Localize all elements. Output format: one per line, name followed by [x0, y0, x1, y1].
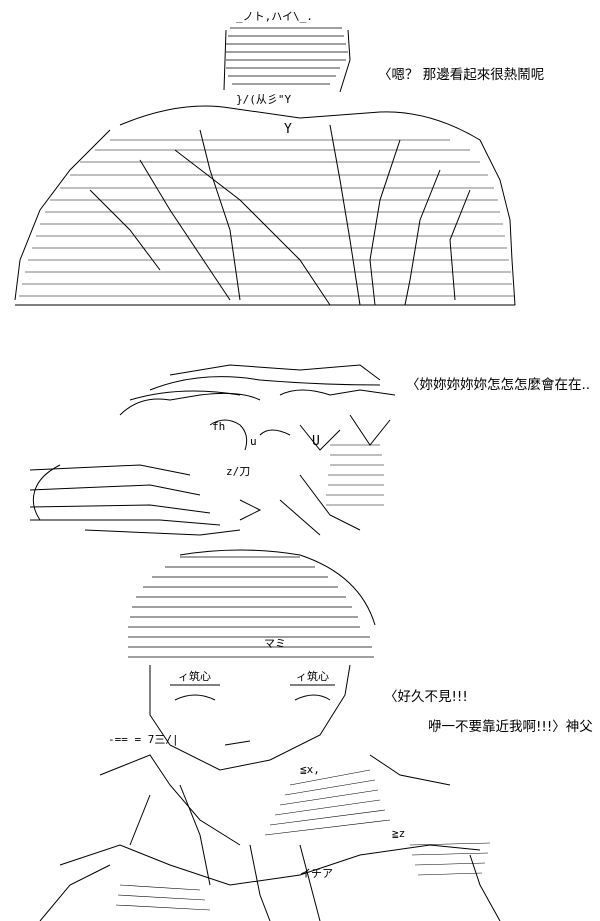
- speech-bubble-3a: 〈好久不見!!!: [384, 685, 468, 705]
- z-glyph: z/刀: [226, 465, 250, 478]
- panel-1-ascii-art: _ノト,ハイ\_. }/(从彡"Y Y: [14, 10, 516, 306]
- hand-glyphs: }/(从彡"Y: [236, 93, 291, 106]
- ge-glyphs: ≦x,: [300, 763, 320, 776]
- top-glyphs: _ノト,ハイ\_.: [236, 10, 313, 23]
- panel-3-ascii-art: ィ筑心 ィ筑心 マミ イチア -== = 7三/| ≦x, ≧z: [39, 549, 501, 921]
- speech-text-1: 〈嗯？ 那邊看起來很熱鬧呢: [378, 67, 545, 83]
- u-glyph: u: [250, 435, 257, 448]
- panel-3: ィ筑心 ィ筑心 マミ イチア -== = 7三/| ≦x, ≧z 〈好久不見!!…: [0, 545, 600, 921]
- mami-glyphs: マミ: [264, 637, 286, 650]
- y-glyph: Y: [284, 122, 292, 137]
- left-eye-glyphs: ィ筑心: [178, 669, 211, 683]
- fh-glyph: fh: [212, 420, 225, 433]
- seven-glyphs: -== = 7三/|: [108, 733, 179, 746]
- speech-bubble-2: 〈妳妳妳妳妳怎怎怎麼會在在..: [406, 373, 590, 393]
- head-hatching: [226, 27, 348, 85]
- panel-2-ascii-art: fh u U z/刀: [29, 364, 396, 536]
- speech-bubble-1: 〈嗯？ 那邊看起來很熱鬧呢: [378, 63, 544, 83]
- U-glyph: U: [312, 434, 320, 449]
- panel-2: fh u U z/刀 〈妳妳妳妳妳怎怎怎麼會在在..: [0, 325, 600, 545]
- right-eye-glyphs: ィ筑心: [296, 669, 329, 683]
- ge2-glyphs: ≧z: [392, 827, 405, 840]
- speech-text-2: 〈妳妳妳妳妳怎怎怎麼會在在..: [406, 377, 591, 393]
- panel-1: _ノト,ハイ\_. }/(从彡"Y Y 〈嗯？ 那邊看起來很熱鬧呢: [0, 0, 600, 325]
- speech-text-3b: 咿一不要靠近我啊!!!〉神父: [428, 719, 593, 735]
- ichia-glyphs: イチア: [300, 867, 333, 880]
- speech-bubble-3b: 咿一不要靠近我啊!!!〉神父: [428, 715, 593, 735]
- speech-text-3a: 〈好久不見!!!: [384, 689, 468, 705]
